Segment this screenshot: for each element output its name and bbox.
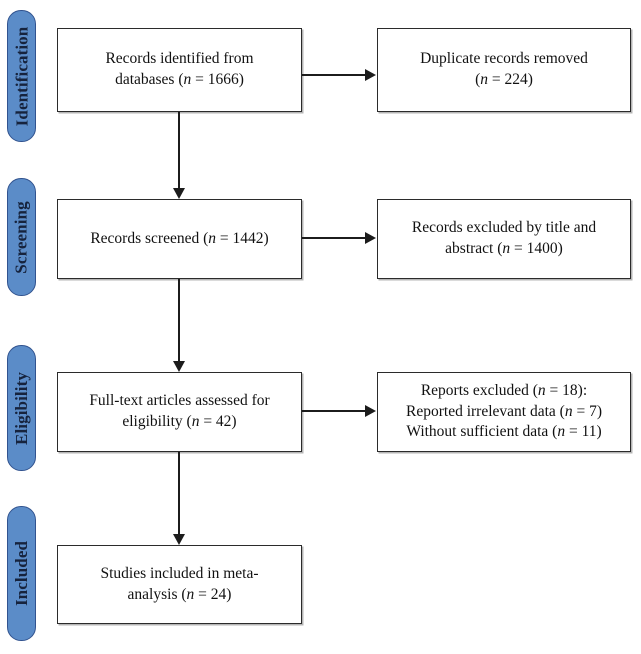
arrowhead-icon [172,361,185,372]
arrow-line [178,279,180,362]
text-suffix: = 42) [199,413,237,430]
arrowhead-icon [172,188,185,199]
text-prefix: abstract ( [445,240,503,257]
n-symbol: n [186,585,195,603]
box-fulltext-assessed-line1: Full-text articles assessed for [89,392,270,410]
text-suffix: = 1666) [191,71,244,88]
n-symbol: n [183,71,192,88]
text-prefix: ( [475,71,481,88]
n-symbol: n [502,240,511,257]
stage-label-included: Included [12,540,31,607]
arrow-line [302,410,366,412]
box-reports-excluded-line1: Reports excluded (n = 18): [406,381,602,402]
arrow-fulltext-to-included [172,452,192,545]
text-prefix: databases ( [115,71,184,88]
n-symbol: n [537,381,546,399]
box-reports-excluded: Reports excluded (n = 18): Reported irre… [377,372,631,452]
stage-pill-included: Included [7,506,36,641]
box-studies-included-line2: analysis (n = 24) [101,585,259,606]
box-duplicates-removed-line1: Duplicate records removed [420,50,588,68]
stage-pill-screening: Screening [7,178,36,296]
box-records-excluded-line1: Records excluded by title and [411,219,597,237]
box-records-excluded: Records excluded by title and abstract (… [377,199,631,279]
arrow-line [178,112,180,189]
arrow-line [302,237,366,239]
stage-label-screening: Screening [12,200,31,274]
text-suffix: = 24) [194,585,232,603]
text-suffix: = 1400) [510,240,563,257]
box-records-identified-text: Records identified from databases (n = 1… [105,49,253,91]
text-prefix: Reported irrelevant data ( [406,402,565,420]
arrow-line [178,452,180,535]
stage-pill-identification: Identification [7,10,36,142]
text-prefix: Without sufficient data ( [406,423,558,441]
n-symbol: n [557,423,566,441]
box-fulltext-assessed: Full-text articles assessed for eligibil… [57,372,302,452]
arrowhead-icon [365,69,376,81]
stage-label-identification: Identification [12,26,31,126]
text-prefix: Reports excluded ( [420,381,538,399]
box-studies-included: Studies included in meta- analysis (n = … [57,545,302,624]
arrowhead-icon [365,232,376,244]
text-prefix: eligibility ( [122,413,192,430]
text-suffix: = 18): [545,381,588,399]
box-records-identified-line2: databases (n = 1666) [105,70,253,91]
box-reports-excluded-line3: Without sufficient data (n = 11) [406,422,602,443]
text-suffix: = 224) [488,71,533,88]
box-records-screened-text: Records screened (n = 1442) [90,229,268,250]
stage-label-eligibility: Eligibility [12,371,31,445]
text-prefix: analysis ( [127,585,187,603]
n-symbol: n [564,402,573,420]
box-records-identified: Records identified from databases (n = 1… [57,28,302,112]
box-records-identified-line1: Records identified from [105,50,254,68]
box-records-excluded-line2: abstract (n = 1400) [412,239,596,260]
box-reports-excluded-text: Reports excluded (n = 18): Reported irre… [406,381,602,444]
n-symbol: n [480,71,488,88]
arrow-line [302,74,366,76]
stage-pill-eligibility: Eligibility [7,345,36,471]
n-symbol: n [191,413,200,430]
box-studies-included-text: Studies included in meta- analysis (n = … [101,564,259,606]
arrowhead-icon [172,534,185,545]
arrow-fulltext-to-reports-excluded [302,405,377,419]
text-suffix: = 7) [572,402,602,420]
box-reports-excluded-line2: Reported irrelevant data (n = 7) [406,402,602,423]
box-studies-included-line1: Studies included in meta- [100,564,259,582]
arrow-identified-to-duplicates [302,69,377,83]
arrow-identified-to-screened [172,112,192,199]
box-duplicates-removed-line2: (n = 224) [420,70,588,91]
box-fulltext-assessed-text: Full-text articles assessed for eligibil… [89,391,269,433]
box-fulltext-assessed-line2: eligibility (n = 42) [89,412,269,433]
box-duplicates-removed-text: Duplicate records removed (n = 224) [420,49,588,91]
text-suffix: = 1442) [216,229,269,247]
arrow-screened-to-fulltext [172,279,192,372]
arrowhead-icon [365,405,376,417]
box-records-screened: Records screened (n = 1442) [57,199,302,279]
arrow-screened-to-excluded [302,232,377,246]
text-suffix: = 11) [565,423,602,441]
n-symbol: n [208,229,216,247]
text-prefix: Records screened ( [90,229,209,247]
box-duplicates-removed: Duplicate records removed (n = 224) [377,28,631,112]
box-records-excluded-text: Records excluded by title and abstract (… [412,218,596,260]
